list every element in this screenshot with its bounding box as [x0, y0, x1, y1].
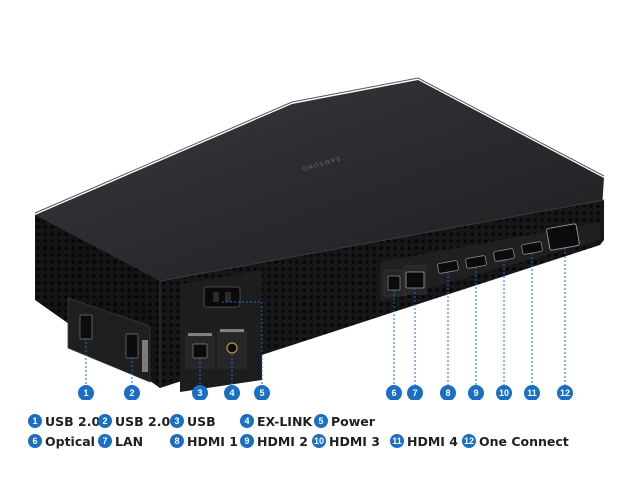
legend-label: USB 2.0 — [115, 413, 171, 429]
legend-label: USB 2.0 — [45, 413, 101, 429]
legend-item: 9 HDMI 2 — [240, 432, 308, 450]
callout-9: 9 — [473, 388, 478, 398]
callout-badges: 1 2 3 4 5 6 7 8 9 10 11 12 — [78, 385, 573, 401]
optical-port[interactable] — [387, 275, 401, 291]
legend-row-1: 1 USB 2.0 2 USB 2.0 3 USB 4 EX-LINK 5 Po… — [28, 412, 628, 432]
legend-label: HDMI 3 — [329, 433, 380, 449]
callout-3: 3 — [197, 388, 202, 398]
one-connect-box-image: 1 2 3 4 5 6 7 8 9 10 11 12 — [34, 77, 605, 401]
legend-item: 10 HDMI 3 — [312, 432, 380, 450]
callout-11: 11 — [527, 388, 537, 398]
legend-number-badge: 5 — [314, 414, 328, 428]
hdmi-port-4[interactable] — [521, 241, 543, 255]
legend-number-badge: 10 — [312, 434, 326, 448]
legend-number-badge: 7 — [98, 434, 112, 448]
callout-7: 7 — [412, 388, 417, 398]
ex-link-port[interactable] — [226, 342, 238, 354]
callout-4: 4 — [229, 388, 234, 398]
legend-number-badge: 8 — [170, 434, 184, 448]
hdmi-port-2[interactable] — [465, 255, 487, 269]
callout-6: 6 — [391, 388, 396, 398]
legend-number-badge: 9 — [240, 434, 254, 448]
right-port-panel — [380, 222, 600, 302]
legend-item: 4 EX-LINK — [240, 412, 312, 430]
legend-item: 6 Optical — [28, 432, 95, 450]
callout-1: 1 — [83, 388, 88, 398]
legend-label: HDMI 1 — [187, 433, 238, 449]
hdmi-port-3[interactable] — [493, 248, 515, 262]
hdmi-port-1[interactable] — [437, 260, 459, 274]
legend-label: HDMI 2 — [257, 433, 308, 449]
front-port-panel — [180, 270, 262, 392]
callout-2: 2 — [129, 388, 134, 398]
port-legend: 1 USB 2.0 2 USB 2.0 3 USB 4 EX-LINK 5 Po… — [28, 412, 628, 452]
callout-5: 5 — [259, 388, 264, 398]
legend-label: Power — [331, 413, 375, 429]
legend-number-badge: 6 — [28, 434, 42, 448]
legend-label: EX-LINK — [257, 413, 313, 429]
legend-item: 1 USB 2.0 — [28, 412, 100, 430]
legend-item: 2 USB 2.0 — [98, 412, 170, 430]
legend-item: 12 One Connect — [462, 432, 569, 450]
legend-number-badge: 2 — [98, 414, 112, 428]
legend-label: One Connect — [479, 433, 569, 449]
legend-item: 11 HDMI 4 — [390, 432, 458, 450]
legend-number-badge: 11 — [390, 434, 404, 448]
legend-label: HDMI 4 — [407, 433, 458, 449]
callout-8: 8 — [445, 388, 450, 398]
legend-number-badge: 1 — [28, 414, 42, 428]
legend-item: 8 HDMI 1 — [170, 432, 238, 450]
legend-label: LAN — [115, 433, 144, 449]
legend-label: Optical — [45, 433, 95, 449]
usb-port-2[interactable] — [125, 333, 139, 359]
callout-leaders — [85, 248, 566, 385]
power-port[interactable] — [203, 286, 241, 308]
one-connect-port[interactable] — [546, 223, 580, 251]
legend-number-badge: 12 — [462, 434, 476, 448]
usb-b-port[interactable] — [192, 343, 208, 359]
legend-item: 7 LAN — [98, 432, 143, 450]
legend-item: 3 USB — [170, 412, 216, 430]
callout-12: 12 — [560, 388, 570, 398]
legend-number-badge: 4 — [240, 414, 254, 428]
legend-number-badge: 3 — [170, 414, 184, 428]
left-port-panel — [67, 297, 151, 383]
legend-item: 5 Power — [314, 412, 375, 430]
callout-10: 10 — [499, 388, 509, 398]
legend-row-2: 6 Optical 7 LAN 8 HDMI 1 9 HDMI 2 10 HDM… — [28, 432, 628, 452]
lan-port[interactable] — [405, 271, 425, 289]
usb-port-1[interactable] — [79, 314, 93, 340]
device-top-face — [35, 80, 604, 285]
legend-label: USB — [187, 413, 216, 429]
